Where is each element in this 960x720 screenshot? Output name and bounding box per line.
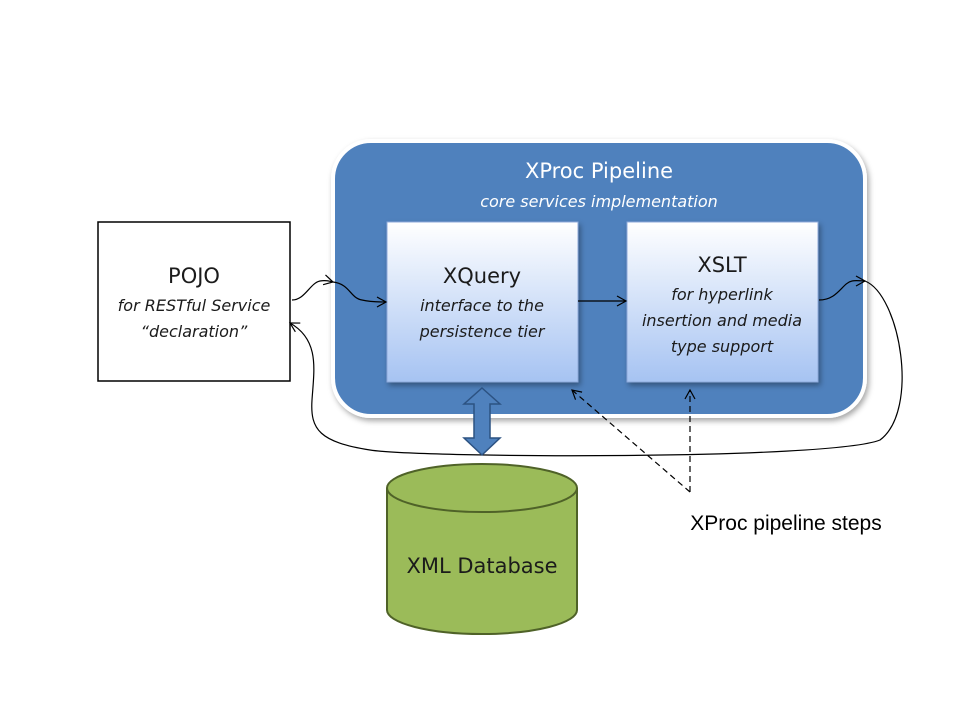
connectors — [288, 274, 903, 457]
database-label: XML Database — [406, 554, 557, 578]
xquery-step: XQuery interface to the persistence tier — [386, 221, 579, 383]
xslt-to-pipeline-edge-curve — [818, 275, 867, 301]
pojo-component: POJO for RESTful Service “declaration” — [97, 221, 291, 382]
pojo-box — [97, 221, 291, 382]
database-top — [386, 463, 578, 513]
pojo-title: POJO — [168, 264, 220, 288]
pipeline-steps-label: XProc pipeline steps — [690, 512, 881, 535]
xquery-line-2: persistence tier — [419, 322, 546, 341]
xslt-line-1: for hyperlink — [671, 285, 773, 304]
xquery-line-1: interface to the — [420, 296, 544, 315]
xslt-line-3: type support — [671, 337, 774, 356]
xquery-box — [386, 221, 579, 383]
xslt-box — [626, 221, 819, 383]
xslt-step: XSLT for hyperlink insertion and media t… — [626, 221, 819, 383]
pojo-line-1: for RESTful Service — [118, 296, 271, 315]
pipeline-subtitle: core services implementation — [480, 192, 718, 211]
return-loop-to-pojo — [288, 280, 903, 457]
pipeline-steps-callout — [571, 388, 696, 493]
pipeline-to-xquery-curve — [332, 281, 388, 308]
double-arrow-shape — [462, 386, 502, 457]
xslt-line-2: insertion and media — [642, 311, 802, 330]
xslt-title: XSLT — [697, 253, 747, 277]
pipeline-title: XProc Pipeline — [525, 159, 673, 183]
database-body — [386, 488, 578, 635]
cylinder-database-icon: XML Database — [386, 463, 578, 635]
pojo-line-2: “declaration” — [141, 322, 248, 341]
pojo-to-pipeline-curve — [291, 274, 335, 301]
callout-arrow-to-xquery — [571, 389, 691, 493]
vertical-double-arrow-icon — [462, 386, 502, 457]
xquery-title: XQuery — [443, 264, 521, 288]
